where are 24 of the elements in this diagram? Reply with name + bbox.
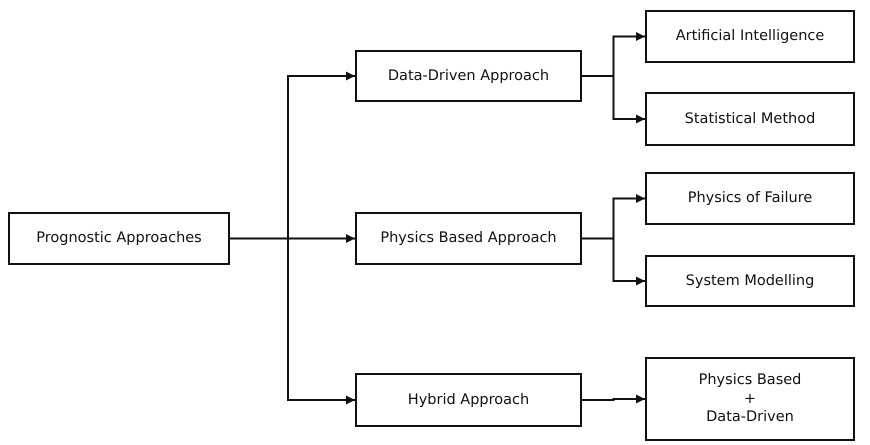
box-label: + [744,390,756,408]
process-box [645,92,855,146]
box-label: Physics of Failure [688,189,812,208]
box-label: Physics Based [698,370,802,390]
box-label: Artificial Intelligence [676,27,824,46]
connector-arrow [230,238,355,404]
box-label: Hybrid Approach [408,390,530,410]
process-box [355,212,582,265]
process-box [645,172,855,225]
box-label: Prognostic Approaches [36,229,202,248]
process-box [645,357,855,441]
box-label: System Modelling [686,272,814,290]
process-box [8,212,230,265]
process-box [645,255,855,307]
connector-arrow [582,394,645,404]
process-box [355,373,582,427]
box-label: Data-Driven [706,408,794,428]
box-label: Data-Driven Approach [388,66,550,86]
connector-arrow [582,238,645,286]
box-label: Physics Based Approach [380,229,557,248]
box-label: Statistical Method [684,110,816,128]
process-box [355,50,582,102]
process-box [645,10,855,63]
connector-arrow [582,75,645,124]
